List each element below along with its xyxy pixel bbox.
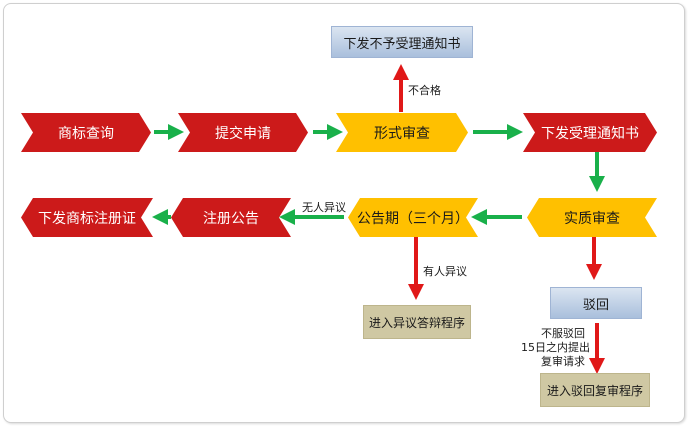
box-rejection: 驳回 xyxy=(550,287,642,319)
node-label: 实质审查 xyxy=(564,210,620,227)
node-formal-examination: 形式审查 xyxy=(336,113,468,152)
node-submit-application: 提交申请 xyxy=(178,113,308,152)
note-has-opposition: 有人异议 xyxy=(423,265,467,278)
node-issue-acceptance-notice: 下发受理通知书 xyxy=(523,113,657,152)
node-publication-period: 公告期（三个月） xyxy=(348,198,478,237)
note-disagree-line1: 不服驳回 xyxy=(541,327,585,340)
node-label: 形式审查 xyxy=(374,125,430,142)
node-issue-registration-certificate: 下发商标注册证 xyxy=(21,198,153,237)
box-opposition-procedure: 进入异议答辩程序 xyxy=(363,305,471,339)
note-unqualified: 不合格 xyxy=(408,84,441,97)
node-label: 下发受理通知书 xyxy=(541,125,639,142)
node-label: 公告期（三个月） xyxy=(357,210,469,227)
node-label: 商标查询 xyxy=(58,125,114,142)
node-label: 提交申请 xyxy=(215,125,271,142)
node-trademark-search: 商标查询 xyxy=(21,113,151,152)
node-label: 注册公告 xyxy=(203,210,259,227)
box-review-procedure: 进入驳回复审程序 xyxy=(540,373,650,407)
node-label: 下发商标注册证 xyxy=(38,210,136,227)
note-disagree-line2: 15日之内提出 xyxy=(521,341,590,354)
box-non-acceptance-notice: 下发不予受理通知书 xyxy=(331,26,473,58)
note-disagree-line3: 复审请求 xyxy=(541,355,585,368)
node-substantive-examination: 实质审查 xyxy=(527,198,657,237)
node-registration-announcement: 注册公告 xyxy=(171,198,291,237)
note-no-opposition: 无人异议 xyxy=(302,201,346,214)
